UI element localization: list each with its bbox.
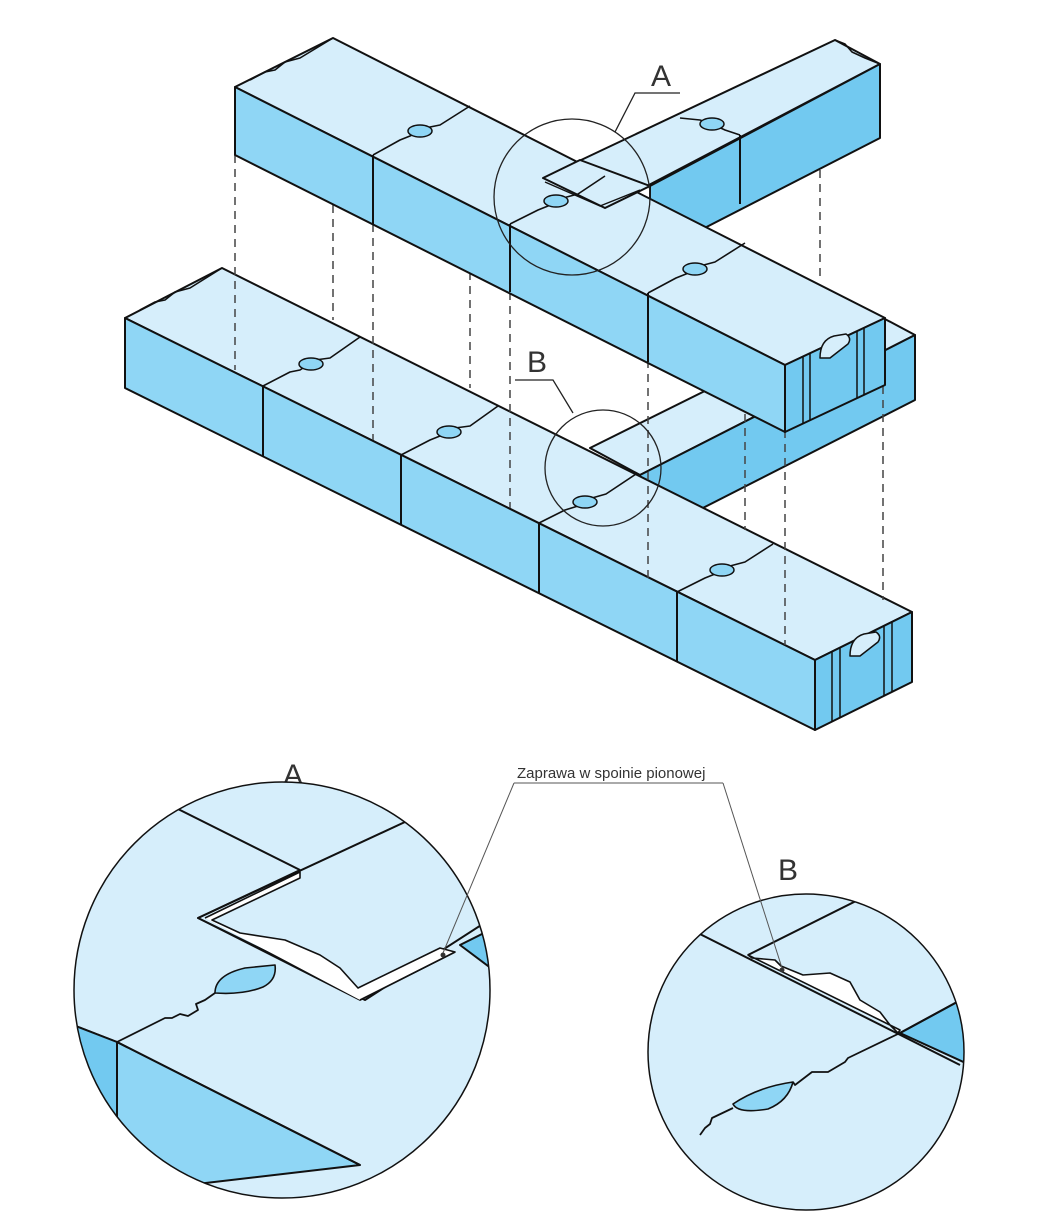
detail-b-outline	[647, 893, 965, 1211]
mortar-gap	[544, 181, 641, 207]
detail-b-title: B	[778, 854, 798, 887]
detail-a-marker-circle	[493, 118, 651, 276]
grip-pocket	[298, 357, 324, 371]
upper-course	[234, 37, 886, 433]
grip-pocket	[572, 495, 598, 509]
detail-a	[73, 781, 491, 1199]
grip-pocket	[543, 194, 569, 208]
detail-a-callout: A	[651, 60, 671, 93]
grip-pocket	[407, 124, 433, 138]
mortar-note-leaders	[442, 782, 783, 969]
mortar-dot-b	[779, 967, 785, 973]
grip-pocket	[436, 425, 462, 439]
edge-notch	[249, 37, 334, 81]
grip-pocket	[682, 262, 708, 276]
mortar-note-label: Zaprawa w spoinie pionowej	[517, 765, 705, 782]
end-handle-pocket	[819, 333, 851, 359]
edge-notch	[834, 39, 881, 65]
detail-b-callout: B	[527, 346, 547, 379]
projection-lines	[234, 155, 884, 645]
detail-b-leader	[515, 379, 574, 414]
mortar-dot-a	[440, 952, 446, 958]
detail-markers	[493, 92, 680, 527]
detail-b-marker-circle	[544, 409, 662, 527]
grip-pocket	[709, 563, 735, 577]
detail-b	[647, 893, 965, 1211]
end-handle-pocket	[849, 631, 881, 657]
detail-a-outline	[73, 781, 491, 1199]
edge-notch	[139, 267, 223, 311]
grip-pocket	[699, 117, 725, 131]
detail-a-leader	[614, 92, 680, 133]
